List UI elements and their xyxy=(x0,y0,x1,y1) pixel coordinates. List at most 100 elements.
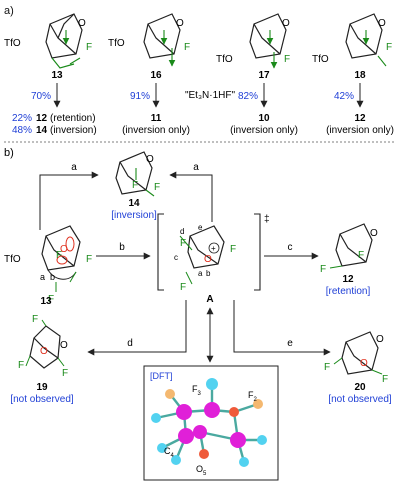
arrow-d xyxy=(87,300,187,356)
compound-16-structure: O F TfO xyxy=(108,13,190,67)
intermediate-label: A xyxy=(206,294,213,305)
oxocarbenium-plus: + xyxy=(211,244,216,253)
fluorine-atom: F xyxy=(154,182,160,193)
arrow-a-right-label: a xyxy=(193,162,199,173)
arrow-a-left xyxy=(39,171,99,230)
fluorine-atom: F xyxy=(86,42,92,53)
sm-prefix: TfO xyxy=(4,254,21,265)
intermediate-A: ‡ + O F F F d e c b a xyxy=(157,213,270,293)
product-11-note: (inversion only) xyxy=(122,125,190,136)
fluorine-atom: F xyxy=(62,368,68,379)
starting-material-13-structure: F F O F a b TfO xyxy=(4,225,92,305)
product-line-1-pct: 22% xyxy=(12,113,32,124)
ring-oxygen: O xyxy=(378,18,386,29)
yield-16: 91% xyxy=(130,91,150,102)
int-label-e: e xyxy=(198,223,203,232)
compound-17-prefix: TfO xyxy=(216,54,233,65)
int-oxygen: O xyxy=(204,254,212,265)
fluorine-atom: F xyxy=(320,264,326,275)
compound-18-prefix: TfO xyxy=(312,54,329,65)
compound-16-prefix: TfO xyxy=(108,38,125,49)
ring-oxygen: O xyxy=(282,18,290,29)
fluorine-atom: F xyxy=(18,360,24,371)
product-14-tag: [inversion] xyxy=(111,210,157,221)
ring-oxygen: O xyxy=(60,244,68,255)
arrow-c-label: c xyxy=(288,242,293,253)
product-14-structure: O F F xyxy=(115,151,160,197)
panel-b-label: b) xyxy=(4,147,14,159)
product-19-structure: O O F F F xyxy=(18,314,68,379)
arrow-d-label: d xyxy=(127,338,133,349)
arrow-e xyxy=(233,300,331,356)
ring-oxygen: O xyxy=(146,154,154,165)
fluoride-ion: F xyxy=(48,294,54,305)
product-20-tag: [not observed] xyxy=(328,394,392,405)
ring-oxygen: O xyxy=(60,340,68,351)
product-12-note: (inversion only) xyxy=(326,125,394,136)
panel-a-label: a) xyxy=(4,5,14,17)
starting-material-13-number: 13 xyxy=(40,296,52,307)
product-11-num: 11 xyxy=(151,113,162,124)
sm-path-a: a xyxy=(40,272,45,282)
product-10-num: 10 xyxy=(258,113,270,124)
sm-path-b: b xyxy=(50,272,55,282)
dft-label-F3: F3 xyxy=(192,384,202,397)
arrow-b-label: b xyxy=(119,242,125,253)
fluorine-atom: F xyxy=(56,250,62,261)
yield-17: 82% xyxy=(238,91,258,102)
fluorine-atom: F xyxy=(230,244,236,255)
fluorine-atom: F xyxy=(86,254,92,265)
compound-17-number: 17 xyxy=(258,70,270,81)
ring-oxygen: O xyxy=(40,346,48,357)
yield-18: 42% xyxy=(334,91,354,102)
yield-13: 70% xyxy=(31,91,51,102)
product-line-1-note: (retention) xyxy=(50,113,96,124)
product-14-number: 14 xyxy=(128,198,140,209)
product-line-1-num: 12 xyxy=(36,113,48,124)
dft-label-F2: F2 xyxy=(248,390,258,403)
int-label-c: c xyxy=(174,253,178,262)
compound-18-number: 18 xyxy=(354,70,366,81)
fluorine-atom: F xyxy=(32,314,38,325)
reagent-label: "Et₃N·1HF" xyxy=(185,90,236,101)
int-label-d: d xyxy=(180,227,184,236)
product-20-number: 20 xyxy=(354,382,366,393)
product-20-structure: O O F F xyxy=(324,331,388,385)
compound-13-prefix: TfO xyxy=(4,38,21,49)
arrow-a-left-label: a xyxy=(71,162,77,173)
product-19-number: 19 xyxy=(36,382,48,393)
fluorine-atom: F xyxy=(324,362,330,373)
product-12-tag: [retention] xyxy=(326,286,371,297)
ring-oxygen: O xyxy=(376,334,384,345)
compound-13-structure: O F TfO xyxy=(4,13,92,69)
fluorine-atom: F xyxy=(132,180,138,191)
ring-oxygen: O xyxy=(176,18,184,29)
transition-state-dagger: ‡ xyxy=(264,214,270,225)
product-12-num: 12 xyxy=(354,113,366,124)
dft-tag: [DFT] xyxy=(150,371,173,381)
arrow-e-label: e xyxy=(287,338,293,349)
product-12-structure: O F F xyxy=(320,223,378,275)
fluorine-atom: F xyxy=(358,250,364,261)
fluorine-atom: F xyxy=(382,374,388,385)
product-line-2-num: 14 xyxy=(36,125,48,136)
dft-label-O5: O5 xyxy=(196,464,207,477)
product-12-number: 12 xyxy=(342,274,354,285)
fluoride-ion: F xyxy=(180,282,186,293)
compound-17-structure: O F TfO xyxy=(216,13,290,69)
product-19-tag: [not observed] xyxy=(10,394,74,405)
arrow-a-right xyxy=(169,171,213,222)
ring-oxygen: O xyxy=(78,18,86,29)
ring-oxygen: O xyxy=(360,358,368,369)
fluorine-atom: F xyxy=(386,42,392,53)
fluorine-atom: F xyxy=(184,42,190,53)
compound-13-number: 13 xyxy=(51,70,63,81)
ring-oxygen: O xyxy=(370,228,378,239)
int-label-b: b xyxy=(206,269,211,278)
product-10-note: (inversion only) xyxy=(230,125,298,136)
fluorine-atom: F xyxy=(284,54,290,65)
dft-structure-box: [DFT] xyxy=(143,365,279,481)
product-line-2-note: (inversion) xyxy=(50,125,97,136)
int-label-a: a xyxy=(198,269,203,278)
